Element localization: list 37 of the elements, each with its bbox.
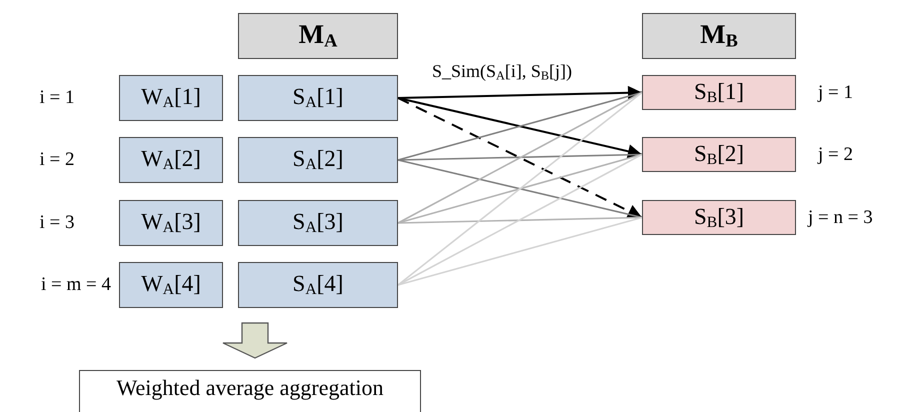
- vector-element: S$_{B}$[3]: [694, 204, 744, 230]
- aggregation-box: [79, 370, 421, 412]
- index-label: i = 2: [40, 149, 74, 171]
- connector-arrow: [398, 86, 642, 100]
- matrix-header-box: [642, 13, 796, 59]
- weight-box: [119, 75, 223, 121]
- vector-element: S$_{B}$[2]: [694, 142, 744, 168]
- index-label: i = 3: [40, 212, 74, 234]
- vector-element: S$_{A}$[4]: [292, 272, 344, 298]
- weight-box: [119, 200, 223, 246]
- vector-element: S$_{B}$[1]: [694, 80, 744, 106]
- vector-element: W$_{A}$[4]: [141, 272, 201, 298]
- vector-element: S$_{A}$[1]: [292, 85, 344, 111]
- sentence-box: [642, 137, 796, 172]
- matrix-name: M$_{B}$: [700, 21, 738, 51]
- weight-box: [119, 262, 223, 308]
- index-label: j = n = 3: [808, 206, 873, 228]
- index-label: j = 1: [818, 82, 853, 104]
- sentence-box: [238, 262, 398, 308]
- weight-box: [119, 137, 223, 183]
- index-label: i = 1: [40, 87, 74, 109]
- sentence-box: [238, 137, 398, 183]
- vector-element: S$_{A}$[3]: [292, 210, 344, 236]
- index-label: i = m = 4: [41, 274, 111, 296]
- sentence-box: [238, 200, 398, 246]
- step-text: Weighted average aggregation: [116, 377, 384, 399]
- vector-element: W$_{A}$[2]: [141, 147, 201, 173]
- vector-element: W$_{A}$[1]: [141, 85, 201, 111]
- matrix-name: M$_{A}$: [298, 21, 338, 51]
- matrix-header-box: [238, 13, 398, 59]
- vector-element: S$_{A}$[2]: [292, 147, 344, 173]
- index-label: j = 2: [818, 144, 853, 166]
- block-arrow: [222, 322, 288, 359]
- sentence-box: [642, 200, 796, 235]
- sentence-box: [238, 75, 398, 121]
- sentence-box: [642, 75, 796, 110]
- vector-element: W$_{A}$[3]: [141, 210, 201, 236]
